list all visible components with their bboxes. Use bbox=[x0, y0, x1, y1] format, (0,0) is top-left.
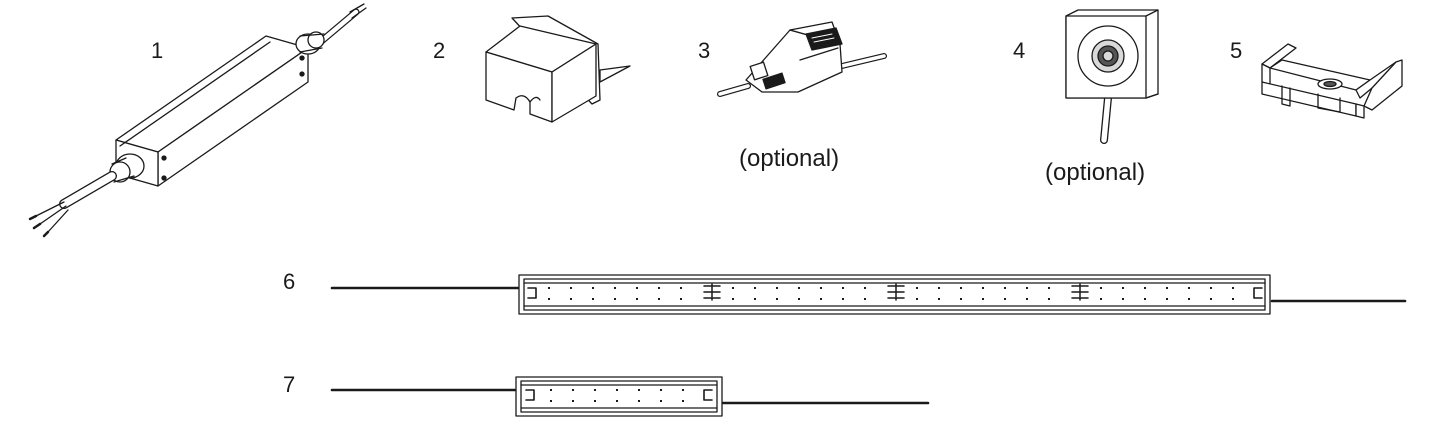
part-4-optional-note: (optional) bbox=[1045, 159, 1146, 186]
long-light-bar-icon bbox=[330, 274, 1407, 315]
end-cap-icon bbox=[485, 15, 631, 123]
part-number-4: 4 bbox=[1013, 38, 1026, 63]
part-number-1: 1 bbox=[151, 38, 164, 63]
part-number-6: 6 bbox=[283, 269, 296, 294]
connector-icon bbox=[717, 21, 887, 97]
sensor-icon bbox=[1065, 9, 1159, 144]
short-light-bar-icon bbox=[330, 376, 930, 417]
mounting-clip-icon bbox=[1261, 43, 1403, 119]
part-number-5: 5 bbox=[1230, 38, 1243, 63]
part-number-7: 7 bbox=[283, 372, 296, 397]
part-3-optional-note: (optional) bbox=[739, 145, 840, 172]
part-number-3: 3 bbox=[698, 38, 711, 63]
power-supply-icon bbox=[28, 3, 367, 238]
part-number-2: 2 bbox=[433, 38, 446, 63]
